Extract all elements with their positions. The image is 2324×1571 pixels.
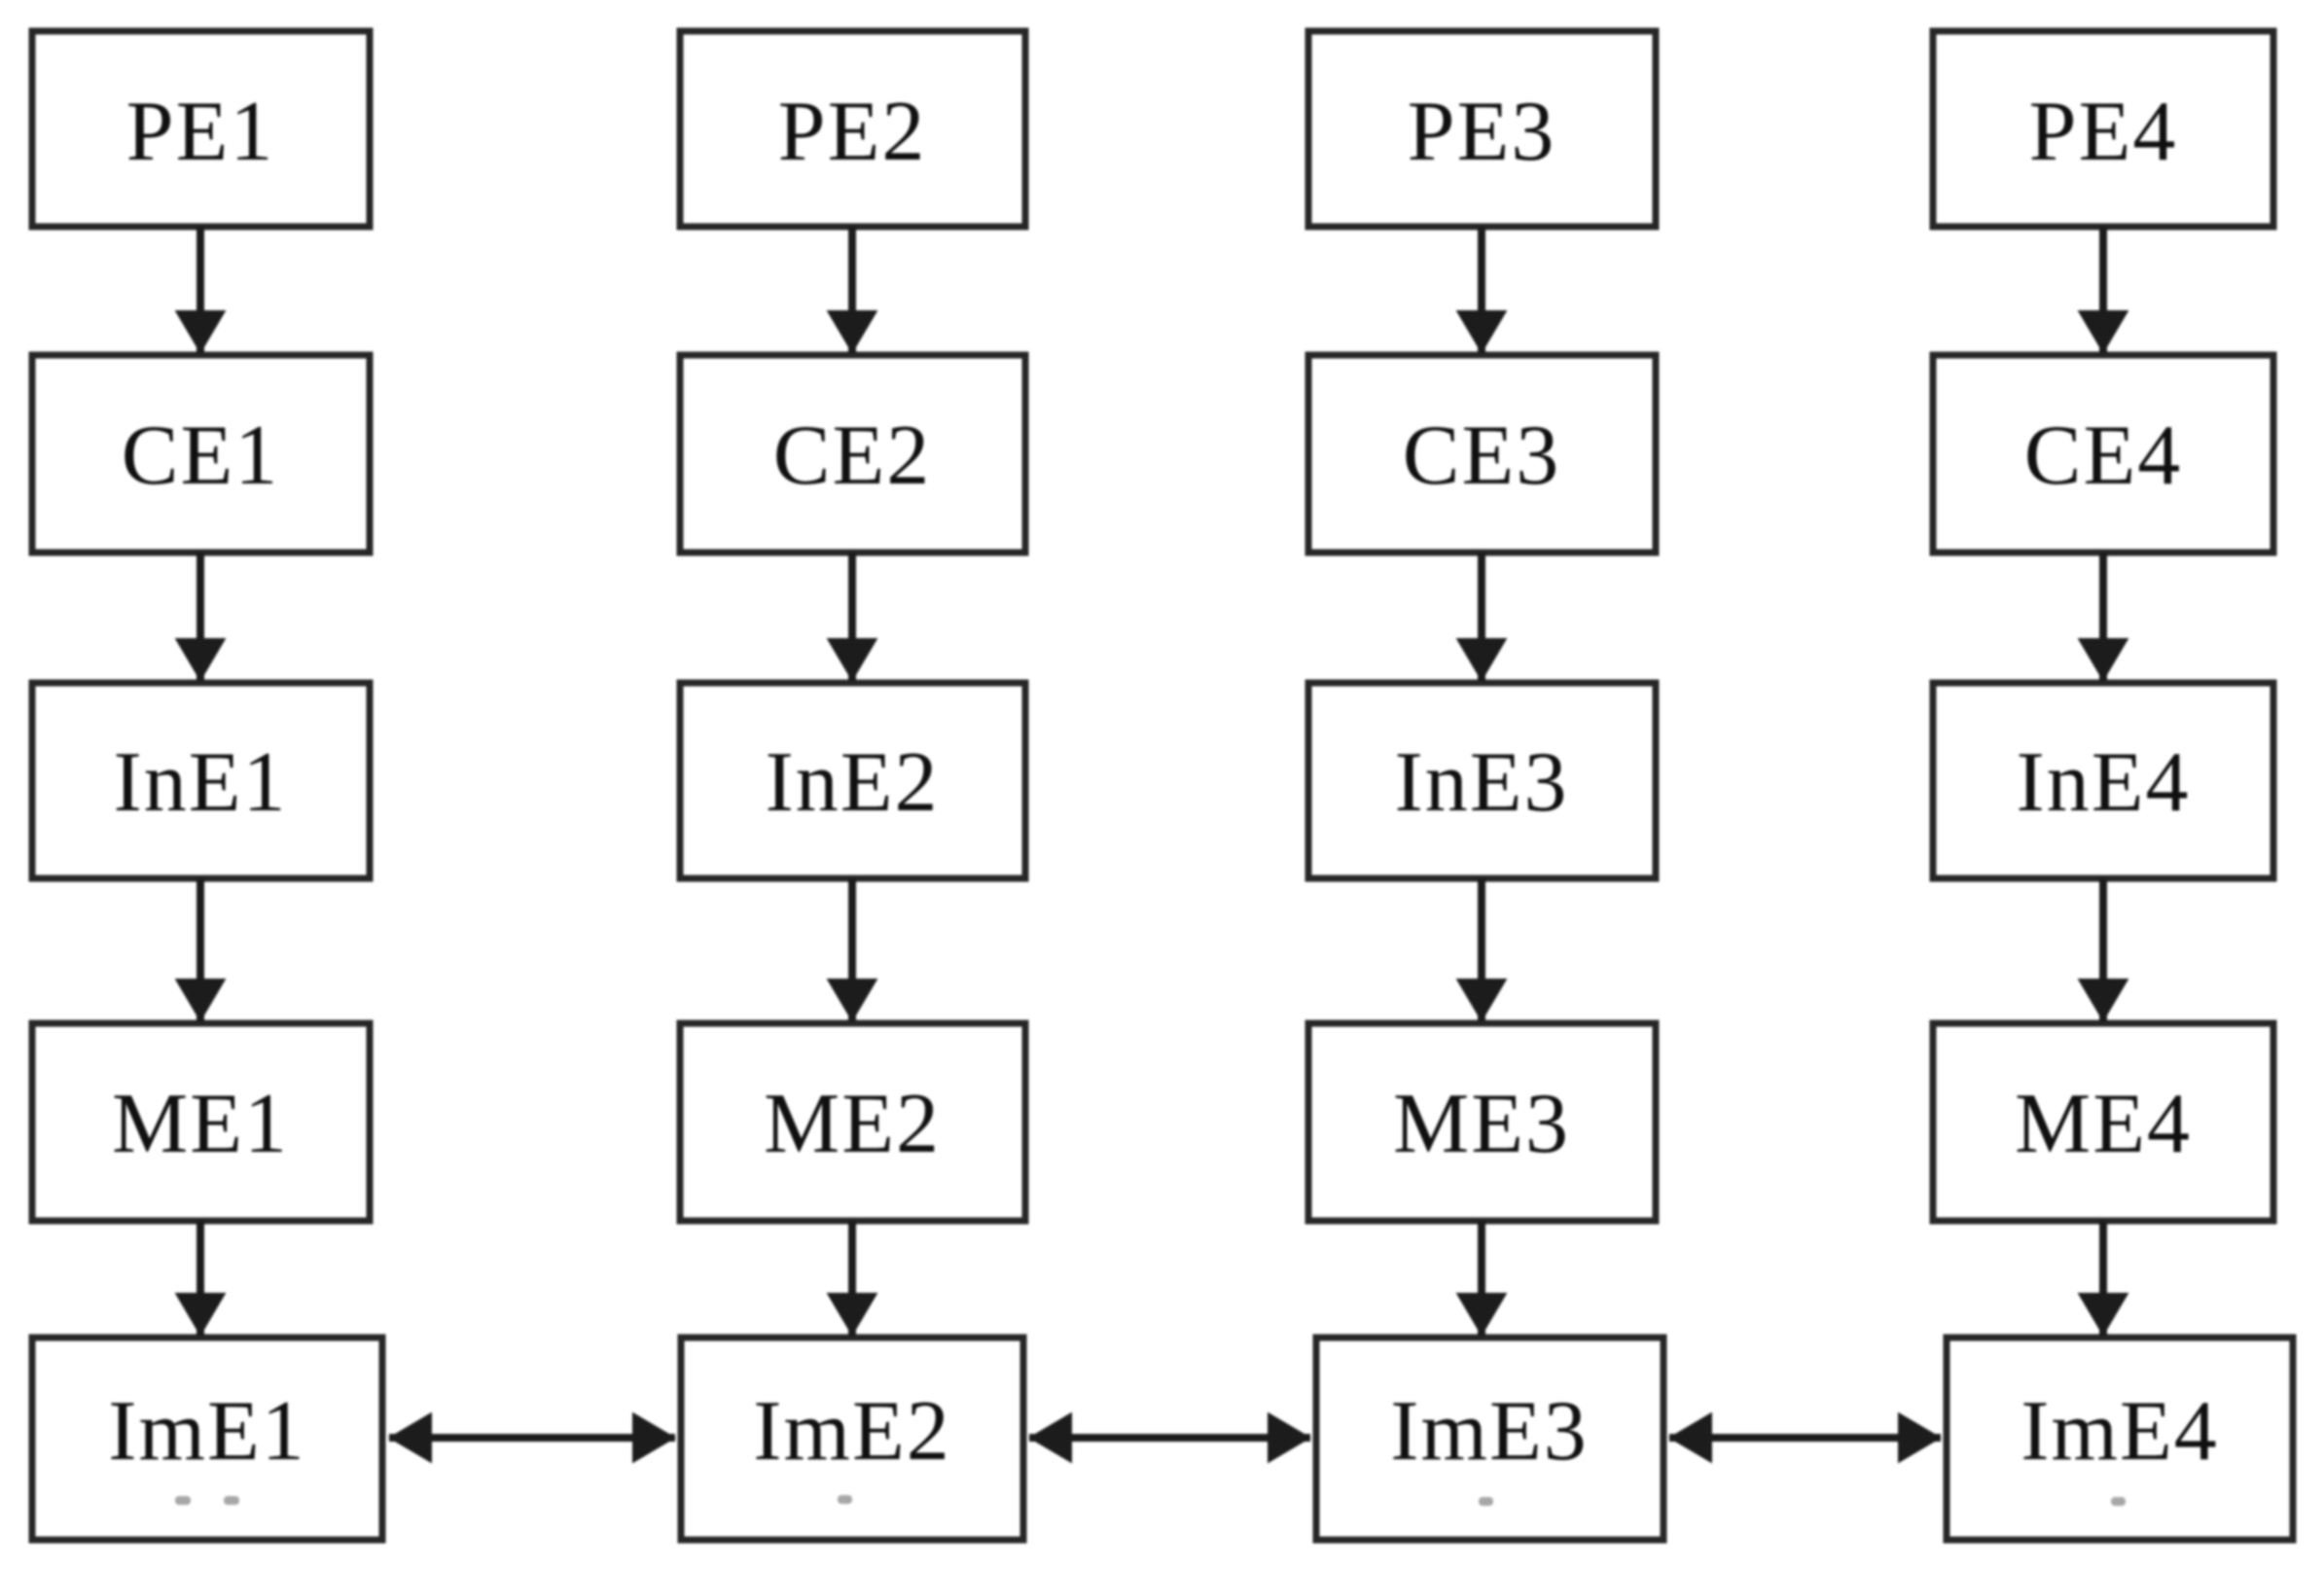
node-box-me4 bbox=[1929, 1019, 2277, 1225]
artifact-dot bbox=[175, 1496, 191, 1505]
node-box-me3 bbox=[1305, 1019, 1660, 1225]
node-box-me1 bbox=[28, 1019, 374, 1225]
artifact-dot bbox=[838, 1495, 852, 1504]
node-label-me2: ME2 bbox=[764, 1077, 941, 1171]
node-box-ce4 bbox=[1929, 351, 2277, 556]
node-label-me4: ME4 bbox=[2015, 1077, 2192, 1171]
node-box-me2 bbox=[676, 1019, 1029, 1225]
node-box-ime4 bbox=[1943, 1334, 2297, 1544]
node-label-ce3: CE3 bbox=[1403, 409, 1560, 503]
node-label-ce1: CE1 bbox=[122, 409, 279, 503]
node-label-pe3: PE3 bbox=[1408, 85, 1556, 179]
node-label-me1: ME1 bbox=[112, 1077, 289, 1171]
artifact-dot bbox=[224, 1496, 239, 1505]
node-label-pe1: PE1 bbox=[126, 85, 275, 179]
node-box-ime1 bbox=[28, 1334, 386, 1544]
node-label-ime1: ImE1 bbox=[108, 1384, 306, 1479]
node-box-pe2 bbox=[676, 27, 1029, 231]
node-box-ine4 bbox=[1929, 679, 2277, 882]
node-label-ine1: InE1 bbox=[113, 735, 287, 830]
node-box-pe3 bbox=[1305, 27, 1660, 231]
artifact-dot bbox=[2111, 1497, 2126, 1506]
node-box-pe4 bbox=[1929, 27, 2277, 231]
node-box-ime2 bbox=[677, 1334, 1027, 1544]
node-box-ime3 bbox=[1312, 1334, 1667, 1544]
node-label-ine4: InE4 bbox=[2016, 735, 2190, 830]
node-label-ine3: InE3 bbox=[1394, 735, 1568, 830]
node-box-ce2 bbox=[676, 351, 1029, 556]
node-label-pe2: PE2 bbox=[778, 85, 927, 179]
node-label-ime4: ImE4 bbox=[2020, 1384, 2219, 1479]
node-label-me3: ME3 bbox=[1393, 1077, 1570, 1171]
node-label-ime2: ImE2 bbox=[753, 1384, 951, 1479]
node-label-ce2: CE2 bbox=[773, 409, 931, 503]
node-box-ine2 bbox=[676, 679, 1029, 882]
node-box-pe1 bbox=[28, 27, 374, 231]
node-label-ce4: CE4 bbox=[2024, 409, 2182, 503]
artifact-dot bbox=[1479, 1497, 1493, 1506]
node-label-ime3: ImE3 bbox=[1390, 1384, 1589, 1479]
node-label-ine2: InE2 bbox=[765, 735, 939, 830]
node-label-pe4: PE4 bbox=[2029, 85, 2178, 179]
node-box-ce1 bbox=[28, 351, 374, 556]
